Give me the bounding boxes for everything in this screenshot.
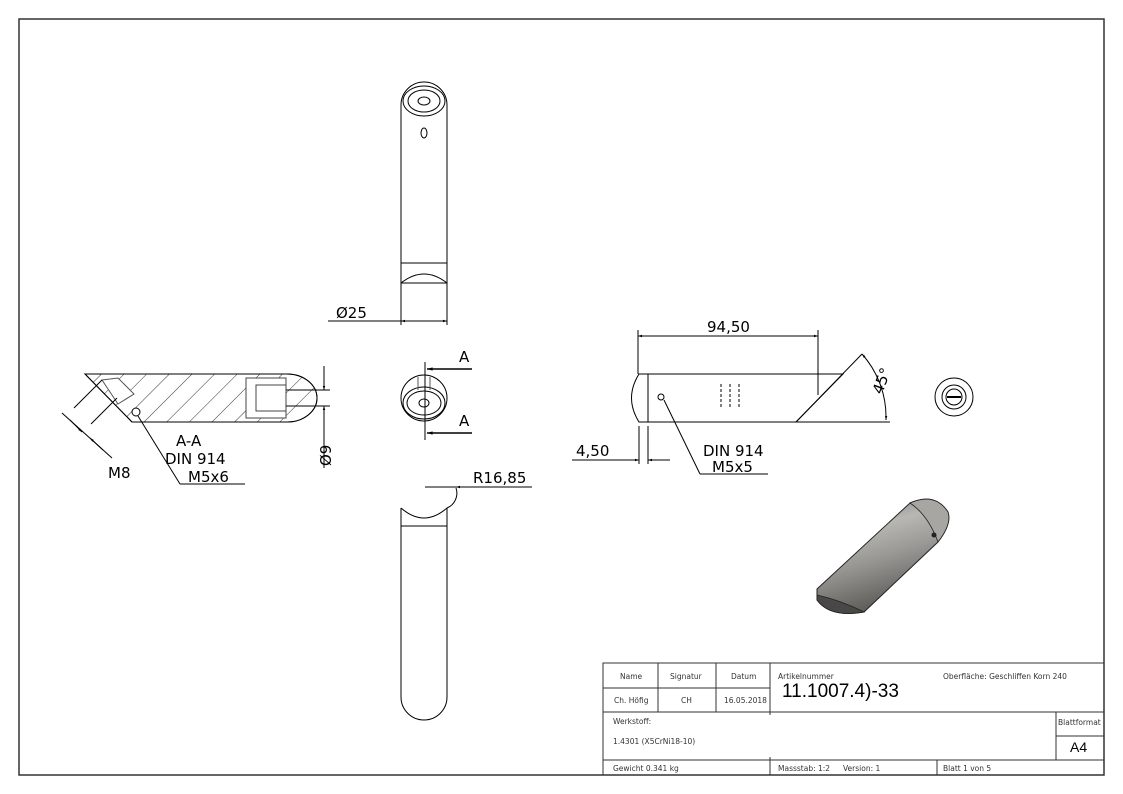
section-label: A-A xyxy=(176,432,202,450)
weight: Gewicht 0.341 kg xyxy=(613,764,679,773)
diameter-25-dim: Ø25 xyxy=(336,304,367,322)
offset-dim: 4,50 xyxy=(576,442,609,460)
sheet-number: Blatt 1 von 5 xyxy=(943,764,992,773)
format-value: A4 xyxy=(1070,739,1088,755)
material-label: Werkstoff: xyxy=(613,717,652,726)
side-callout-din: DIN 914 xyxy=(703,442,764,460)
length-dim: 94,50 xyxy=(707,318,750,336)
bottom-view xyxy=(400,485,532,721)
bore-9-dim: Ø9 xyxy=(317,445,335,466)
isometric-render xyxy=(816,498,950,614)
top-view xyxy=(328,81,448,325)
drawing-date: 16.05.2018 xyxy=(724,696,767,705)
title-block-frame xyxy=(602,662,1105,776)
cut-marker-a-top: A xyxy=(459,348,470,366)
scale: Massstab: 1:2 xyxy=(778,764,831,773)
radius-dim: R16,85 xyxy=(473,469,526,487)
section-a-a-view xyxy=(61,366,330,485)
author-signature: CH xyxy=(681,696,692,705)
header-name: Name xyxy=(620,672,643,681)
article-number: 11.1007.4)-33 xyxy=(782,681,899,702)
end-view xyxy=(400,362,472,440)
format-label: Blattformat xyxy=(1058,718,1101,727)
header-signature: Signatur xyxy=(670,672,702,681)
article-label: Artikelnummer xyxy=(778,672,834,681)
side-view xyxy=(572,330,890,475)
section-callout-din: DIN 914 xyxy=(165,450,226,468)
section-callout-size: M5x6 xyxy=(188,468,229,486)
author-name: Ch. Höfig xyxy=(614,696,649,705)
surface-finish: Oberfläche: Geschliffen Korn 240 xyxy=(943,672,1067,681)
material-value: 1.4301 (X5CrNi18-10) xyxy=(613,737,696,746)
thread-m8-dim: M8 xyxy=(108,464,131,482)
angle-dim: 45° xyxy=(869,365,895,396)
sheet-border xyxy=(18,18,1105,776)
version: Version: 1 xyxy=(843,764,881,773)
header-date: Datum xyxy=(731,672,757,681)
side-callout-size: M5x5 xyxy=(712,458,753,476)
end-view-small xyxy=(934,377,974,417)
cut-marker-a-bottom: A xyxy=(459,412,470,430)
